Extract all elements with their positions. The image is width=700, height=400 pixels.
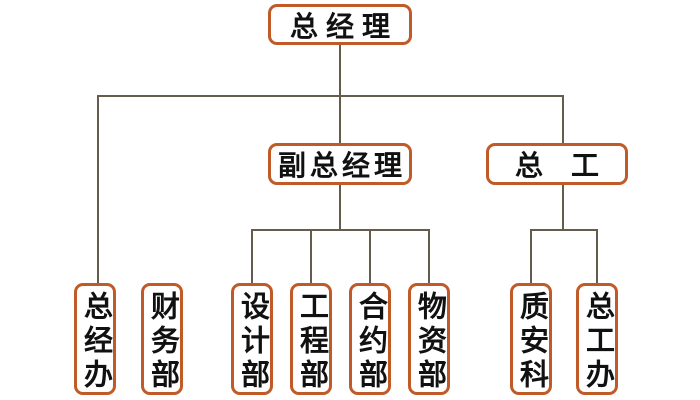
node-engineering-dept: 工程部 bbox=[290, 283, 332, 395]
connector-drop-design-dept bbox=[251, 229, 253, 283]
connector-drop-quality-safety bbox=[530, 229, 532, 283]
connector-drop-contract-dept bbox=[369, 229, 371, 283]
node-quality-safety-section: 质安科 bbox=[510, 283, 552, 395]
node-label: 物资部 bbox=[413, 290, 446, 393]
node-label: 设计部 bbox=[236, 290, 269, 393]
connector-deputy-down bbox=[339, 185, 341, 230]
node-general-manager: 总经理 bbox=[268, 4, 412, 45]
node-label: 副总经理 bbox=[277, 150, 406, 181]
connector-chief-engineer-horizontal bbox=[530, 229, 598, 231]
node-label: 质安科 bbox=[515, 290, 548, 393]
connector-drop-engineering-dept bbox=[310, 229, 312, 283]
node-design-dept: 设计部 bbox=[231, 283, 273, 395]
connector-chief-engineer-down bbox=[562, 185, 564, 230]
node-deputy-general-manager: 副总经理 bbox=[268, 143, 412, 185]
node-label: 总经办 bbox=[79, 290, 112, 393]
node-label: 合约部 bbox=[354, 290, 387, 393]
node-contract-dept: 合约部 bbox=[349, 283, 391, 395]
connector-drop-materials-dept bbox=[428, 229, 430, 283]
node-chief-engineer-office: 总工办 bbox=[576, 283, 618, 395]
connector-gm-to-deputy bbox=[339, 44, 341, 143]
node-label: 总 工 bbox=[514, 150, 599, 181]
node-chief-engineer: 总 工 bbox=[486, 143, 628, 185]
node-finance-dept: 财务部 bbox=[141, 283, 183, 395]
node-label: 总工办 bbox=[581, 290, 614, 393]
connector-top-horizontal bbox=[97, 95, 564, 97]
connector-drop-chief-engineer bbox=[562, 95, 564, 143]
connector-drop-ce-office bbox=[596, 229, 598, 283]
connector-drop-gm-office bbox=[97, 95, 99, 283]
node-label: 总经理 bbox=[289, 10, 398, 42]
node-label: 工程部 bbox=[295, 290, 328, 393]
node-label: 财务部 bbox=[146, 290, 179, 393]
connector-deputy-horizontal bbox=[251, 229, 430, 231]
node-materials-dept: 物资部 bbox=[408, 283, 450, 395]
node-gm-office: 总经办 bbox=[74, 283, 116, 395]
